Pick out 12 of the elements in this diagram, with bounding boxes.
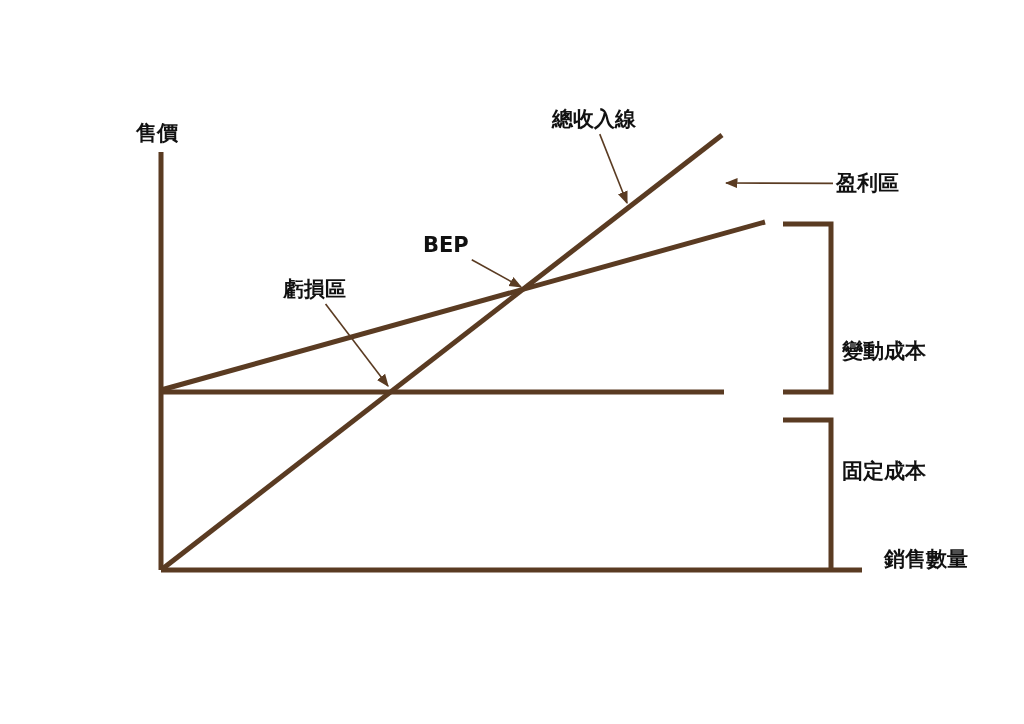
axis-label: 銷售數量	[884, 548, 968, 572]
leader-arrow	[598, 133, 628, 205]
chart-annotation: 盈利區	[836, 172, 899, 196]
leader-arrow	[724, 177, 834, 189]
chart-annotation: 總收入線	[552, 108, 636, 132]
bracket-label: 變動成本	[842, 340, 926, 364]
axis-label: 售價	[136, 122, 178, 146]
chart-annotation: BEP	[423, 234, 469, 258]
bracket-label: 固定成本	[842, 460, 926, 484]
leader-arrow	[324, 303, 389, 387]
leader-arrow	[470, 259, 523, 288]
chart-annotation: 虧損區	[283, 278, 346, 302]
